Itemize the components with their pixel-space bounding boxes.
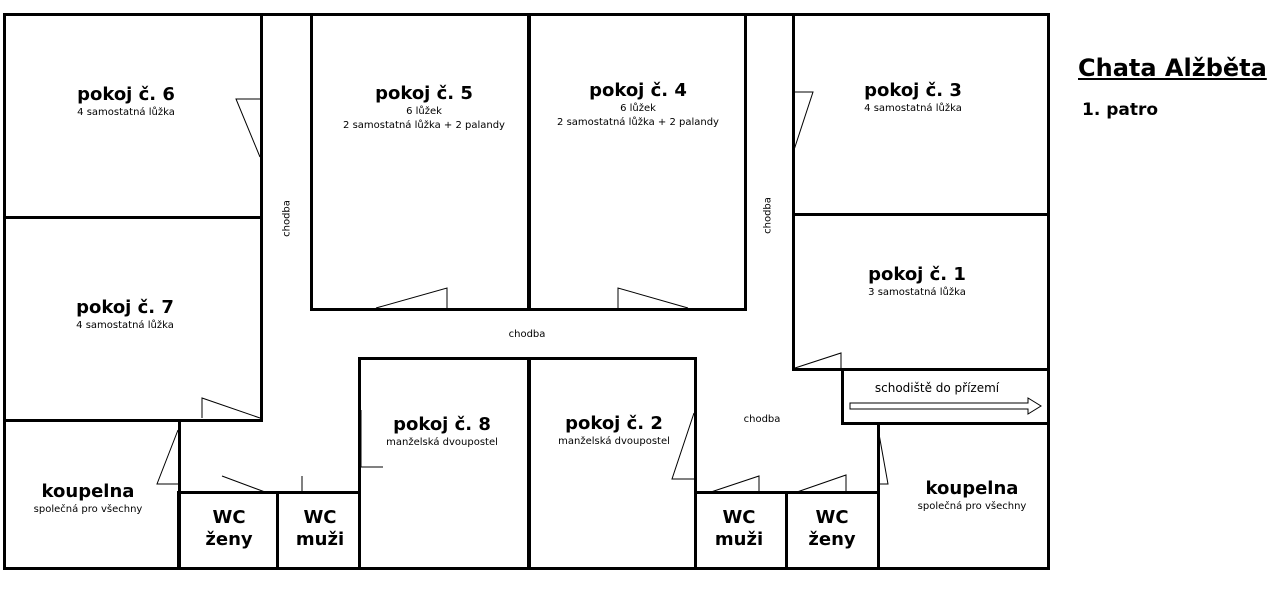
bathroom-right xyxy=(877,422,1050,570)
wc-2-label: WC xyxy=(303,507,337,528)
door-room-3 xyxy=(792,91,814,154)
room-1-beds: 3 samostatná lůžka xyxy=(868,287,966,298)
door-bathroom-right xyxy=(878,433,889,485)
room-2-beds: manželská dvoupostel xyxy=(558,436,670,447)
floor-label: 1. patro xyxy=(1082,100,1159,120)
door-room-1 xyxy=(794,352,842,369)
room-5-name: pokoj č. 5 xyxy=(375,83,473,104)
room-3-beds: 4 samostatná lůžka xyxy=(864,103,962,114)
room-5-count: 6 lůžek xyxy=(406,106,442,117)
room-4-count: 6 lůžek xyxy=(620,103,656,114)
room-4-name: pokoj č. 4 xyxy=(589,80,687,101)
room-7-name: pokoj č. 7 xyxy=(76,297,174,318)
wc-3-sub: muži xyxy=(714,529,764,550)
room-8-beds: manželská dvoupostel xyxy=(386,437,498,448)
door-wc-women-right xyxy=(796,474,847,493)
bathroom-right-name: koupelna xyxy=(925,478,1019,499)
room-7-beds: 4 samostatná lůžka xyxy=(76,320,174,331)
door-room-4 xyxy=(617,287,689,309)
stairs-label: schodiště do přízemí xyxy=(874,381,1000,395)
room-3-name: pokoj č. 3 xyxy=(864,80,962,101)
room-1-name: pokoj č. 1 xyxy=(868,264,966,285)
room-8-name: pokoj č. 8 xyxy=(393,414,491,435)
corridor-label-lower: chodba xyxy=(743,414,781,425)
corridor-label-right: chodba xyxy=(762,197,774,234)
wc-4-sub: ženy xyxy=(808,529,856,550)
door-wc-men-right xyxy=(710,475,760,493)
door-room-7 xyxy=(201,397,261,419)
corridor-label-center: chodba xyxy=(508,329,546,340)
stairs-arrow-icon xyxy=(849,397,1042,415)
wc-3-label: WC xyxy=(722,507,756,528)
room-4 xyxy=(527,13,747,311)
wc-1-label: WC xyxy=(212,507,246,528)
door-room-2 xyxy=(671,412,695,480)
door-bathroom-left xyxy=(156,429,179,485)
page-title: Chata Alžběta xyxy=(1078,54,1267,82)
room-2-name: pokoj č. 2 xyxy=(565,413,663,434)
wc-2-sub: muži xyxy=(295,529,345,550)
bathroom-right-note: společná pro všechny xyxy=(917,501,1027,512)
room-5-beds: 2 samostatná lůžka + 2 palandy xyxy=(343,120,505,131)
door-wc-women-left xyxy=(221,475,266,493)
room-2 xyxy=(527,357,697,570)
door-room-8 xyxy=(360,410,383,468)
room-6-beds: 4 samostatná lůžka xyxy=(77,107,175,118)
bathroom-left-name: koupelna xyxy=(41,481,135,502)
door-room-5 xyxy=(375,287,448,309)
wc-4-label: WC xyxy=(815,507,849,528)
corridor-label-left: chodba xyxy=(281,200,293,237)
door-room-6 xyxy=(235,98,261,158)
door-wc-men-left xyxy=(301,476,344,493)
room-6-name: pokoj č. 6 xyxy=(77,84,175,105)
room-4-beds: 2 samostatná lůžka + 2 palandy xyxy=(557,117,719,128)
wc-1-sub: ženy xyxy=(205,529,253,550)
bathroom-left-note: společná pro všechny xyxy=(33,504,143,515)
